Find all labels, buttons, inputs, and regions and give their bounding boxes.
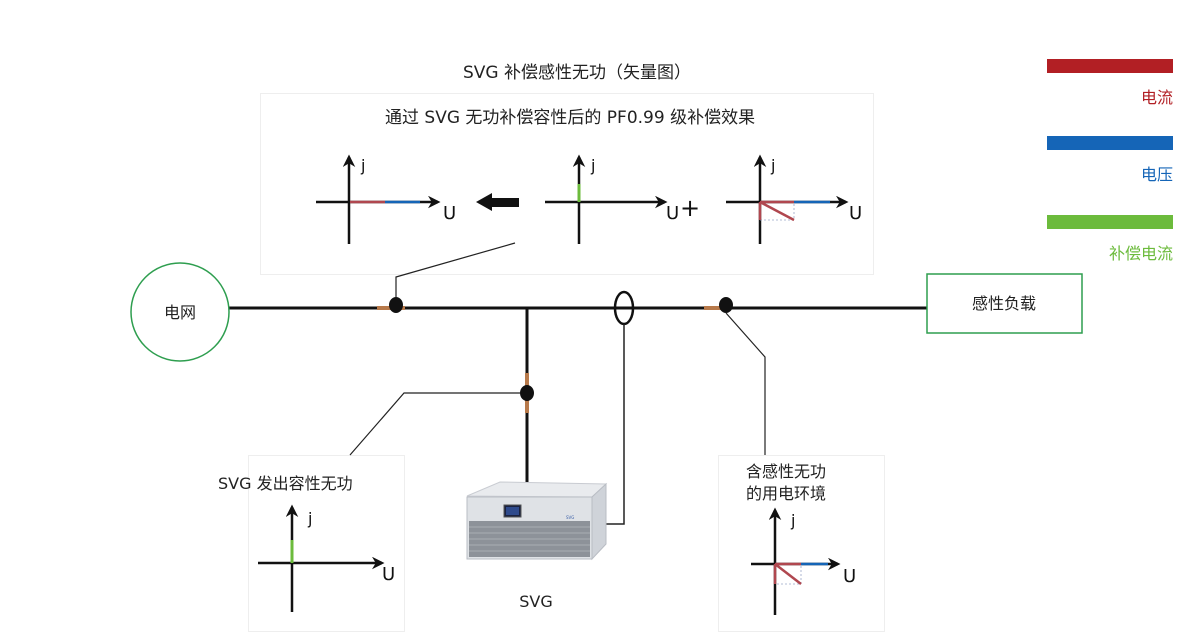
grid-node <box>130 262 230 362</box>
compensation-imag-axis-label: j <box>590 156 595 175</box>
inductive-total-current <box>759 200 795 222</box>
result-imag-axis-label: j <box>360 156 365 175</box>
measurement-dot-grid <box>389 297 403 313</box>
inductive-env-caption-line1: 含感性无功 <box>746 462 827 481</box>
legend-compensation-swatch <box>1047 215 1173 229</box>
svg-output-panel <box>248 455 405 632</box>
svg-output-caption: SVG 发出容性无功 <box>218 474 353 493</box>
measurement-dot-svg <box>520 385 534 401</box>
svg-output-imag-axis-label: j <box>307 509 312 528</box>
result-real-axis-label: U <box>443 203 456 224</box>
svg-output-real-axis-label: U <box>382 564 395 585</box>
leader-load-to-panel <box>725 312 766 455</box>
legend-compensation-label: 补偿电流 <box>1108 244 1173 263</box>
compensation-real-axis-label: U <box>666 203 679 224</box>
legend-current-swatch <box>1047 59 1173 73</box>
vector-diagram-compensation: j U <box>545 154 679 244</box>
inductive-env-caption-line2: 的用电环境 <box>746 484 827 503</box>
legend-voltage-swatch <box>1047 136 1173 150</box>
inductive-real-axis-label: U <box>849 203 862 224</box>
plus-sign: + <box>680 194 700 222</box>
svg-device-label: SVG <box>519 592 553 611</box>
result-arrow-icon <box>476 193 519 211</box>
inductive-imag-axis-label: j <box>770 156 775 175</box>
env-imag-axis-label: j <box>790 511 795 530</box>
load-node-label: 感性负载 <box>972 294 1036 313</box>
legend-voltage-label: 电压 <box>1140 165 1173 184</box>
top-panel-caption: 通过 SVG 无功补偿容性后的 PF0.99 级补偿效果 <box>385 108 756 128</box>
vector-diagram-result: j U <box>316 154 456 244</box>
grid-node-label: 电网 <box>164 303 196 322</box>
env-real-axis-label: U <box>843 566 856 587</box>
diagram-title: SVG 补偿感性无功（矢量图） <box>463 63 691 83</box>
top-vector-panel <box>260 93 874 275</box>
env-total-current <box>774 563 802 585</box>
legend-current-label: 电流 <box>1140 88 1173 107</box>
leader-svg-to-panel <box>349 392 520 456</box>
measurement-dot-load <box>719 297 733 313</box>
vector-diagram-inductive-env: j U <box>751 507 856 615</box>
leader-grid-to-top-panel <box>395 242 516 297</box>
load-node <box>926 273 1083 334</box>
vector-diagram-inductive: j U <box>726 154 862 244</box>
svg-device-image: SVG <box>466 481 608 561</box>
vector-diagram-svg-output: j U <box>258 504 395 612</box>
svg-text:SVG: SVG <box>566 515 574 520</box>
inductive-env-panel <box>718 455 885 632</box>
